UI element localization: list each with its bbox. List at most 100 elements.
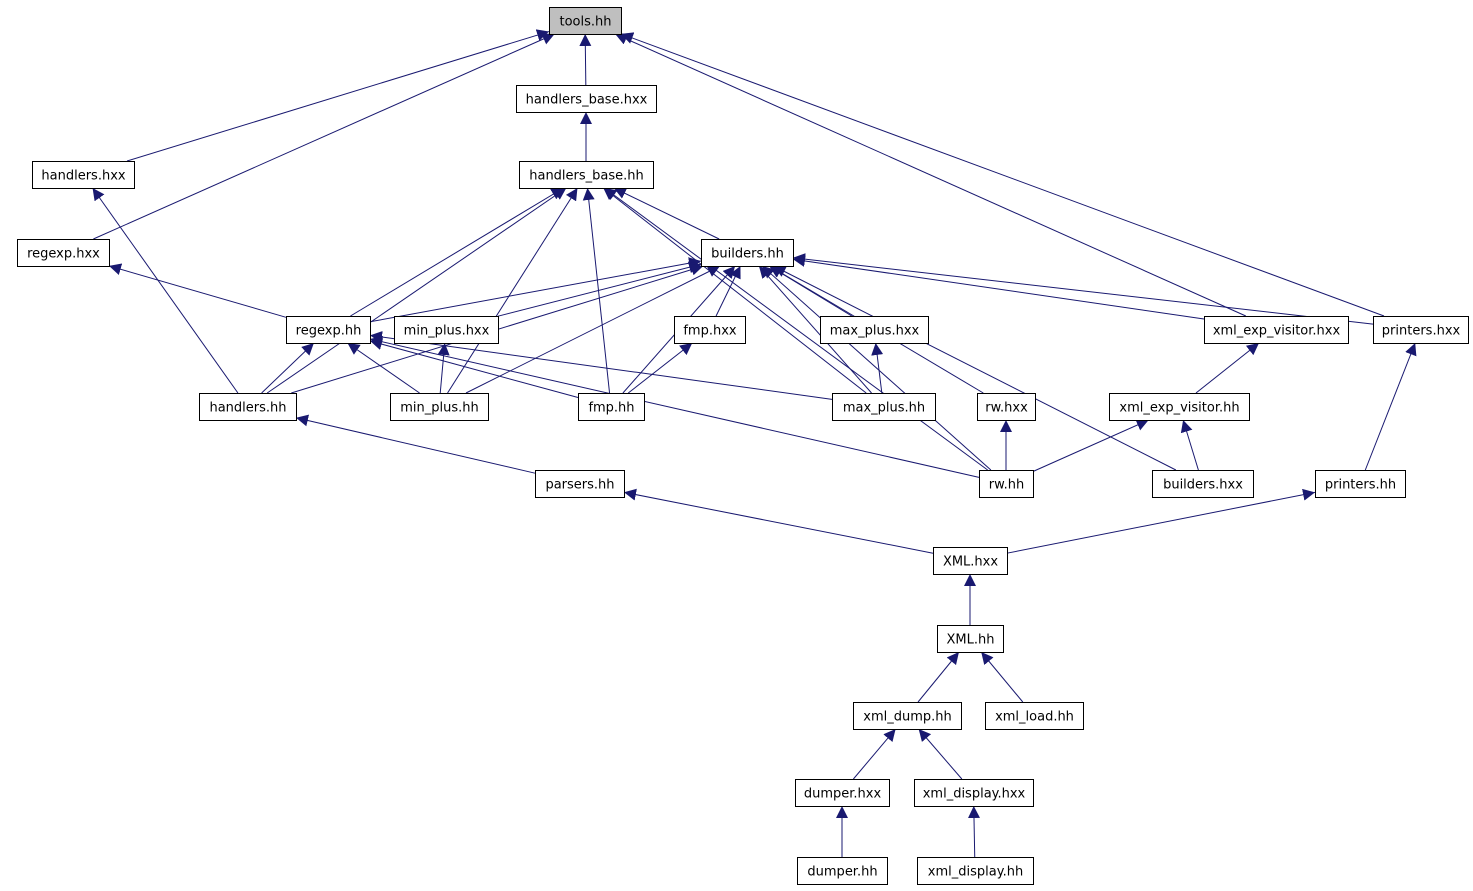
node-tools[interactable]: tools.hh (549, 7, 622, 35)
node-xml-load-hh[interactable]: xml_load.hh (985, 702, 1084, 730)
node-box (519, 161, 654, 189)
node-printers-hxx[interactable]: printers.hxx (1373, 316, 1469, 344)
node-parsers-hh[interactable]: parsers.hh (535, 470, 625, 498)
node-label: dumper.hh (807, 865, 877, 880)
node-label: handlers_base.hh (529, 169, 644, 184)
node-box (394, 316, 499, 344)
node-label: parsers.hh (545, 478, 614, 493)
node-regexp-hxx[interactable]: regexp.hxx (17, 239, 110, 267)
node-box (549, 7, 622, 35)
node-box (914, 779, 1034, 807)
node-xml-hh[interactable]: XML.hh (937, 625, 1004, 653)
edge-rw_hh-to-builders_hh (761, 265, 992, 471)
node-box (674, 316, 746, 344)
edge-dumper_hxx-to-xml_dump_hh (853, 728, 896, 780)
node-xml-hxx[interactable]: XML.hxx (933, 547, 1008, 575)
node-dumper-hh[interactable]: dumper.hh (797, 857, 888, 885)
edge-handlers_hh-to-regexp_hh (261, 342, 315, 394)
node-box (1315, 470, 1406, 498)
node-printers-hh[interactable]: printers.hh (1315, 470, 1406, 498)
node-box (1109, 393, 1250, 421)
node-xml-display-hxx[interactable]: xml_display.hxx (914, 779, 1034, 807)
node-min-plus-hh[interactable]: min_plus.hh (390, 393, 489, 421)
edge-xml_exp_visitor_hh-to-xml_exp_visitor_hxx (1195, 342, 1260, 394)
node-fmp-hh[interactable]: fmp.hh (578, 393, 645, 421)
edge-min_plus_hxx-to-builders_hh (497, 261, 702, 317)
node-label: xml_dump.hh (863, 710, 952, 725)
edge-max_plus_hh-to-handlers_base_hh (603, 187, 867, 394)
edge-rw_hh-to-handlers_base_hh (604, 187, 988, 471)
edge-min_plus_hh-to-regexp_hh (347, 342, 420, 394)
node-box (199, 393, 297, 421)
node-handlers-base-hh[interactable]: handlers_base.hh (519, 161, 654, 189)
node-box (1152, 470, 1254, 498)
node-box (32, 161, 135, 189)
node-label: fmp.hh (588, 401, 634, 416)
node-fmp-hxx[interactable]: fmp.hxx (674, 316, 746, 344)
edge-xml_exp_visitor_hxx-to-builders_hh (792, 254, 1205, 320)
node-box (979, 470, 1034, 498)
node-label: xml_exp_visitor.hh (1119, 401, 1239, 416)
edge-parsers_hh-to-handlers_hh (295, 414, 536, 474)
node-max-plus-hxx[interactable]: max_plus.hxx (820, 316, 929, 344)
node-handlers-base-hxx[interactable]: handlers_base.hxx (516, 85, 657, 113)
edge-max_plus_hh-to-regexp_hh (369, 331, 833, 400)
node-label: handlers.hxx (41, 169, 125, 184)
nodes: tools.hh handlers_base.hxx handlers.hxx han… (17, 7, 1469, 885)
node-xml-exp-visitor-hxx[interactable]: xml_exp_visitor.hxx (1204, 316, 1349, 344)
node-label: printers.hh (1325, 478, 1396, 493)
node-label: xml_load.hh (995, 710, 1074, 725)
node-label: regexp.hxx (27, 247, 100, 262)
node-handlers-hh[interactable]: handlers.hh (199, 393, 297, 421)
edges (92, 29, 1417, 858)
edge-regexp_hh-to-regexp_hxx (108, 263, 287, 318)
node-label: builders.hxx (1163, 478, 1243, 493)
node-box (516, 85, 657, 113)
node-box (535, 470, 625, 498)
node-xml-exp-visitor-hh[interactable]: xml_exp_visitor.hh (1109, 393, 1250, 421)
node-label: max_plus.hxx (830, 324, 920, 339)
node-builders-hxx[interactable]: builders.hxx (1152, 470, 1254, 498)
node-box (933, 547, 1008, 575)
node-box (917, 857, 1034, 885)
node-label: handlers.hh (209, 401, 286, 416)
node-builders-hh[interactable]: builders.hh (701, 239, 794, 267)
edge-min_plus_hh-to-min_plus_hxx (437, 342, 450, 394)
node-label: min_plus.hxx (404, 324, 490, 339)
edge-xml_display_hh-to-xml_display_hxx (967, 805, 980, 858)
edge-printers_hh-to-printers_hxx (1364, 342, 1417, 471)
node-max-plus-hh[interactable]: max_plus.hh (832, 393, 936, 421)
node-label: xml_display.hxx (923, 787, 1026, 802)
edge-fmp_hh-to-regexp_hh (369, 338, 579, 399)
edge-min_plus_hh-to-handlers_base_hh (447, 187, 578, 394)
node-box (286, 316, 371, 344)
node-label: regexp.hh (296, 324, 362, 339)
node-xml-dump-hh[interactable]: xml_dump.hh (853, 702, 962, 730)
node-xml-display-hh[interactable]: xml_display.hh (917, 857, 1034, 885)
node-handlers-hxx[interactable]: handlers.hxx (32, 161, 135, 189)
node-box (390, 393, 489, 421)
node-rw-hxx[interactable]: rw.hxx (977, 393, 1036, 421)
node-box (17, 239, 110, 267)
node-box (1373, 316, 1469, 344)
node-box (853, 702, 962, 730)
edge-rw_hh-to-xml_exp_visitor_hh (1032, 419, 1149, 472)
edge-regexp_hh-to-builders_hh (369, 257, 702, 323)
node-box (1204, 316, 1349, 344)
node-rw-hh[interactable]: rw.hh (979, 470, 1034, 498)
node-label: tools.hh (560, 15, 612, 30)
node-label: XML.hxx (943, 555, 998, 570)
node-dumper-hxx[interactable]: dumper.hxx (795, 779, 890, 807)
edge-max_plus_hh-to-builders_hh (758, 265, 872, 394)
edge-builders_hxx-to-builders_hh (773, 265, 1177, 471)
node-min-plus-hxx[interactable]: min_plus.hxx (394, 316, 499, 344)
edge-fmp_hxx-to-builders_hh (715, 265, 741, 317)
node-label: printers.hxx (1382, 324, 1461, 339)
node-label: xml_exp_visitor.hxx (1213, 324, 1341, 339)
edge-max_plus_hh-to-max_plus_hxx (871, 342, 884, 394)
edge-handlers_hxx-to-tools (126, 29, 550, 162)
node-regexp-hh[interactable]: regexp.hh (286, 316, 371, 344)
node-box (985, 702, 1084, 730)
edge-handlers_hh-to-handlers_hxx (92, 187, 239, 394)
